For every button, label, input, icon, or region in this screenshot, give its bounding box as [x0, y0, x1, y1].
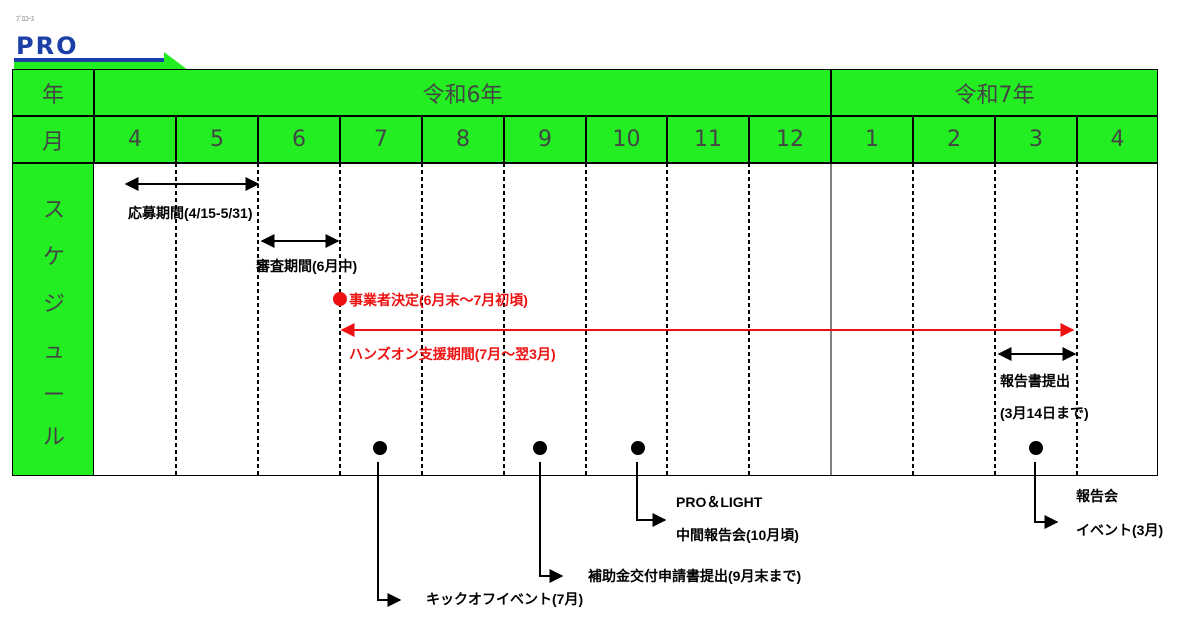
month-cell: 4: [1077, 116, 1158, 163]
decision-label: 事業者決定(6月末～7月初頃): [349, 292, 528, 308]
year-reiwa6: 令和6年: [94, 69, 831, 116]
logo-text: PRO: [16, 32, 79, 60]
kickoff-connector: [377, 462, 402, 607]
month-cell: 2: [913, 116, 995, 163]
month-cell: 12: [749, 116, 831, 163]
month-cell: 1: [831, 116, 913, 163]
month-cell: 7: [340, 116, 422, 163]
final-report-label: 報告会: [1076, 488, 1118, 504]
report-deadline-label: (3月14日まで): [1000, 405, 1089, 421]
month-cell: 8: [422, 116, 504, 163]
pro-logo: ﾌﾟﾛｺｰｽ PRO: [14, 12, 194, 70]
month-cell: 9: [504, 116, 586, 163]
month-cell: 4: [94, 116, 176, 163]
subsidy-application-label: 補助金交付申請書提出(9月末まで): [588, 568, 802, 584]
schedule-label-char: ル: [42, 425, 65, 450]
midterm-connector: [636, 462, 667, 527]
month-cell: 3: [995, 116, 1077, 163]
application-period-label: 応募期間(4/15-5/31): [128, 205, 253, 221]
midterm-title-label: PRO＆LIGHT: [676, 494, 763, 510]
schedule-label-char: ュ: [42, 339, 65, 364]
month-cell: 11: [667, 116, 749, 163]
logo-arrow-icon: [14, 52, 188, 70]
final-report-connector: [1034, 462, 1059, 529]
handson-period-label: ハンズオン支援期間(7月～翌3月): [349, 346, 556, 362]
year-header: 年: [12, 69, 94, 116]
schedule-area: [94, 163, 1158, 476]
subsidy-connector: [539, 462, 564, 583]
year-reiwa7: 令和7年: [831, 69, 1158, 116]
midterm-dot-icon: [631, 441, 645, 455]
final-event-label: イベント(3月): [1076, 522, 1164, 538]
month-cell: 5: [176, 116, 258, 163]
final-report-dot-icon: [1029, 441, 1043, 455]
month-cell: 10: [586, 116, 667, 163]
schedule-label-char: ス: [42, 198, 65, 223]
kickoff-dot-icon: [373, 441, 387, 455]
subsidy-dot-icon: [533, 441, 547, 455]
schedule-label-char: ケ: [42, 245, 65, 270]
report-submission-label: 報告書提出: [1000, 373, 1070, 389]
month-cell: 6: [258, 116, 340, 163]
midterm-report-label: 中間報告会(10月頃): [676, 527, 799, 543]
schedule-label-char: ー: [42, 383, 65, 408]
kickoff-event-label: キックオフイベント(7月): [426, 591, 584, 607]
decision-dot-icon: [333, 292, 347, 306]
logo-small-text: ﾌﾟﾛｺｰｽ: [16, 16, 35, 23]
schedule-label: ス ケ ジ ュ ー ル: [12, 163, 94, 476]
schedule-label-char: ジ: [42, 292, 65, 317]
review-period-label: 審査期間(6月中): [256, 258, 358, 274]
month-header: 月: [12, 116, 94, 163]
